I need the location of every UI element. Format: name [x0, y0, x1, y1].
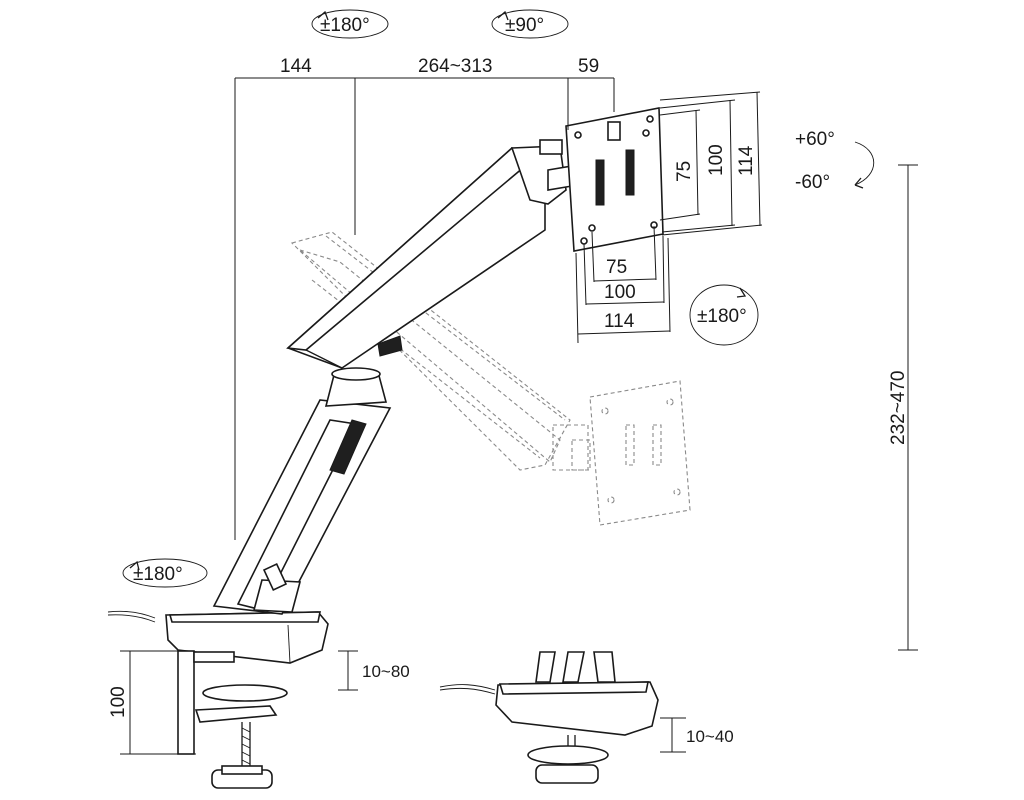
dimension-labels: 144 264~313 59 75 100 114 75 100 114 232…: [108, 56, 909, 746]
grommet-thickness-label: 10~40: [686, 727, 734, 746]
plate-rotate-label: ±180°: [697, 306, 747, 327]
height-range-label: 232~470: [888, 371, 909, 446]
rotation-indicators: [122, 9, 874, 588]
clamp-thickness-label: 10~80: [362, 662, 410, 681]
reach-dim-144: 144: [280, 56, 312, 77]
vesa-height-114: 114: [736, 145, 757, 176]
dimension-lines: [120, 77, 918, 755]
vesa-width-100: 100: [604, 282, 636, 303]
grommet-base: [439, 651, 659, 784]
arm-top-rotation-label: ±180°: [320, 15, 370, 36]
base-rotation-label: ±180°: [133, 564, 183, 585]
plate-swivel-up-label: +60°: [795, 129, 835, 150]
plate-swivel-down-label: -60°: [795, 172, 830, 193]
reach-dim-59: 59: [578, 56, 599, 77]
vesa-width-75: 75: [606, 257, 627, 278]
vesa-width-114: 114: [604, 311, 635, 332]
reach-dim-264-313: 264~313: [418, 56, 493, 77]
vesa-height-100: 100: [706, 144, 727, 176]
desk-clamp: [107, 610, 329, 789]
lowered-vesa-plate-ghost: [589, 380, 691, 526]
joint-tilt-label: ±90°: [505, 15, 544, 36]
lower-arm: [212, 367, 392, 615]
clamp-height-label: 100: [108, 686, 129, 718]
rotation-labels: ±180° ±90° +60° -60° ±180° ±180°: [133, 15, 835, 585]
vesa-height-75: 75: [674, 161, 695, 182]
vesa-plate: [565, 107, 664, 252]
upper-arm: [286, 139, 573, 369]
lowered-arm-ghost: [290, 231, 591, 471]
